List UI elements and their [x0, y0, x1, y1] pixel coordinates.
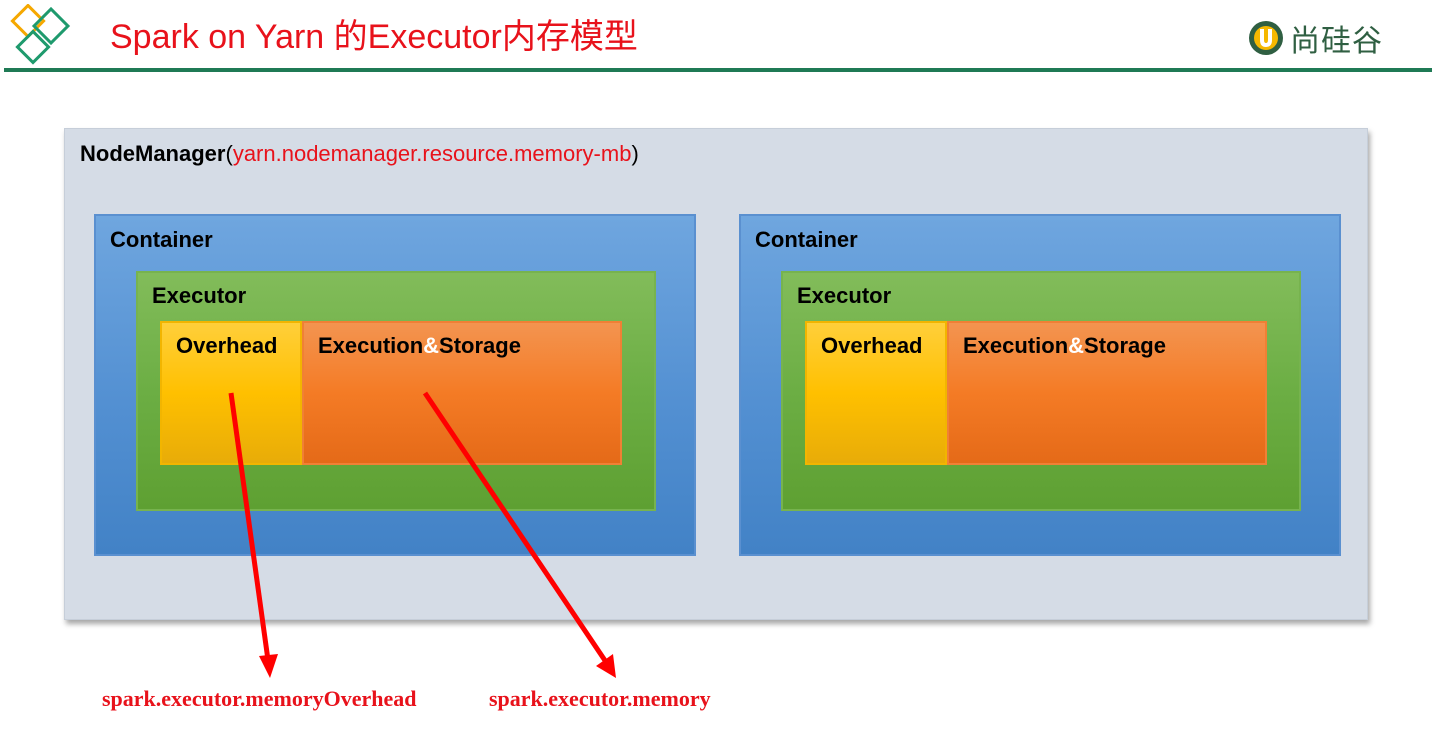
overhead-box: Overhead [805, 321, 947, 465]
execution-storage-box: Execution&Storage [947, 321, 1267, 465]
company-diamond-logo-icon [10, 4, 71, 65]
memory-overhead-config-label: spark.executor.memoryOverhead [102, 686, 417, 711]
executor-label: Executor [152, 283, 247, 308]
node-manager-param: yarn.nodemanager.resource.memory-mb [232, 141, 632, 166]
overhead-label: Overhead [176, 333, 278, 358]
execution-text: Execution [318, 333, 424, 358]
overhead-label: Overhead [821, 333, 923, 358]
executor-box: Executor Overhead Execution&Storage [136, 271, 656, 511]
node-manager-label: NodeManager [80, 141, 226, 166]
node-manager-title: NodeManager(yarn.nodemanager.resource.me… [80, 141, 639, 167]
storage-text: Storage [439, 333, 521, 358]
container-label: Container [755, 227, 858, 252]
param-open-paren: ( [225, 141, 233, 166]
brand-u-icon [1249, 21, 1283, 55]
brand-logo: 尚硅谷 [1248, 18, 1383, 59]
container-box-2: Container Executor Overhead Execution&St… [739, 214, 1341, 556]
container-label: Container [110, 227, 213, 252]
execution-storage-label: Execution&Storage [318, 333, 521, 359]
slide-title: Spark on Yarn 的Executor内存模型 [110, 18, 638, 56]
executor-label: Executor [797, 283, 892, 308]
brand-name: 尚硅谷 [1290, 24, 1383, 59]
executor-memory-config-label: spark.executor.memory [489, 686, 711, 711]
overhead-box: Overhead [160, 321, 302, 465]
param-close-paren: ) [631, 141, 639, 166]
execution-storage-box: Execution&Storage [302, 321, 622, 465]
ampersand-text: & [423, 333, 440, 358]
container-box-1: Container Executor Overhead Execution&St… [94, 214, 696, 556]
executor-box: Executor Overhead Execution&Storage [781, 271, 1301, 511]
execution-text: Execution [963, 333, 1069, 358]
execution-storage-label: Execution&Storage [963, 333, 1166, 359]
storage-text: Storage [1084, 333, 1166, 358]
header-divider [4, 68, 1432, 72]
ampersand-text: & [1068, 333, 1085, 358]
